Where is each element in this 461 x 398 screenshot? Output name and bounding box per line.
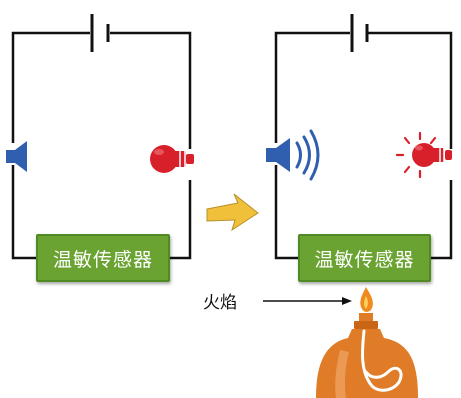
alcohol-lamp-icon bbox=[316, 313, 418, 398]
right-light-bulb-lit-icon bbox=[395, 131, 452, 179]
left-speaker-icon bbox=[6, 141, 27, 172]
left-light-bulb-icon bbox=[150, 145, 194, 173]
left-sensor-label: 温敏传感器 bbox=[52, 248, 153, 271]
flame-pointer-arrow bbox=[263, 297, 352, 305]
arrow-right-icon bbox=[206, 193, 259, 232]
right-battery-icon bbox=[350, 14, 369, 52]
right-temperature-sensor: 温敏传感器 bbox=[298, 234, 431, 282]
flame-icon bbox=[360, 287, 373, 312]
flame-label: 火焰 bbox=[203, 293, 237, 313]
right-circuit-wires bbox=[274, 31, 453, 260]
left-circuit-wires bbox=[11, 31, 192, 260]
right-speaker-sound-icon bbox=[266, 129, 320, 181]
left-battery-icon bbox=[90, 14, 110, 52]
right-sensor-label: 温敏传感器 bbox=[314, 248, 415, 271]
left-temperature-sensor: 温敏传感器 bbox=[36, 234, 170, 282]
